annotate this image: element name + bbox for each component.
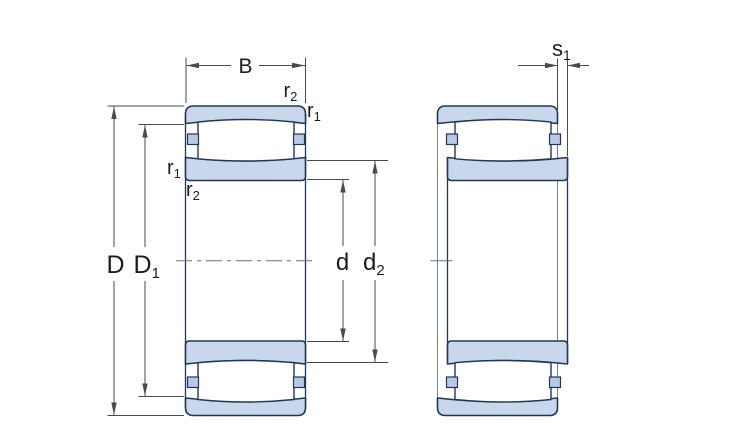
right-bearing-cage-bottom-left xyxy=(445,376,459,389)
left-bearing-section xyxy=(176,105,314,417)
right-bearing-cage-top-left xyxy=(445,133,459,146)
label-r1-top: r1 xyxy=(307,100,321,124)
dimension-d2-arrowhead-bottom xyxy=(372,349,378,362)
label-d: d xyxy=(336,249,349,276)
dimension-d-arrowhead-top xyxy=(340,180,346,193)
dimension-D1-arrowhead-top xyxy=(142,125,148,138)
dimension-B: B xyxy=(185,55,306,103)
dimension-d2: d2 xyxy=(307,160,388,363)
left-bearing-cage-top-right xyxy=(292,133,306,146)
label-D: D xyxy=(106,251,124,279)
right-bearing-section xyxy=(430,105,569,417)
dimension-D1: D1 xyxy=(134,124,184,397)
label-B: B xyxy=(238,55,252,78)
dimension-D: D xyxy=(106,105,184,416)
dimension-s1: s1 xyxy=(518,36,589,156)
dimension-d: d xyxy=(307,179,349,342)
dimension-s1-arrowhead-left xyxy=(545,62,558,69)
dimension-B-arrowhead-right xyxy=(292,62,305,69)
label-r1-left: r1 xyxy=(167,157,181,181)
left-bearing-roller-top xyxy=(197,118,295,162)
chamfer-labels: r2 r1 r1 r2 xyxy=(167,80,321,203)
left-bearing-cage-top-left xyxy=(186,133,200,146)
dimension-D-arrowhead-top xyxy=(111,106,117,119)
right-bearing-roller-top xyxy=(454,118,552,162)
right-bearing-cage-top-right xyxy=(548,133,562,146)
dimension-d2-arrowhead-top xyxy=(372,161,378,174)
label-r2-top: r2 xyxy=(284,80,298,104)
dimension-s1-arrowhead-right xyxy=(567,62,580,69)
left-bearing-roller-bottom xyxy=(197,359,295,403)
dimension-D1-arrowhead-bottom xyxy=(142,383,148,396)
label-s1: s1 xyxy=(552,36,571,63)
dimension-D-arrowhead-bottom xyxy=(111,402,117,415)
left-bearing-cage-bottom-right xyxy=(292,376,306,389)
left-bearing-cage-bottom-left xyxy=(186,376,200,389)
label-r2-left: r2 xyxy=(186,179,200,203)
dimension-B-arrowhead-left xyxy=(186,62,199,69)
right-bearing-roller-bottom xyxy=(454,359,552,403)
dimension-d-arrowhead-bottom xyxy=(340,328,346,341)
label-D1: D1 xyxy=(134,251,160,282)
label-d2: d2 xyxy=(363,249,385,279)
right-bearing-cage-bottom-right xyxy=(548,376,562,389)
